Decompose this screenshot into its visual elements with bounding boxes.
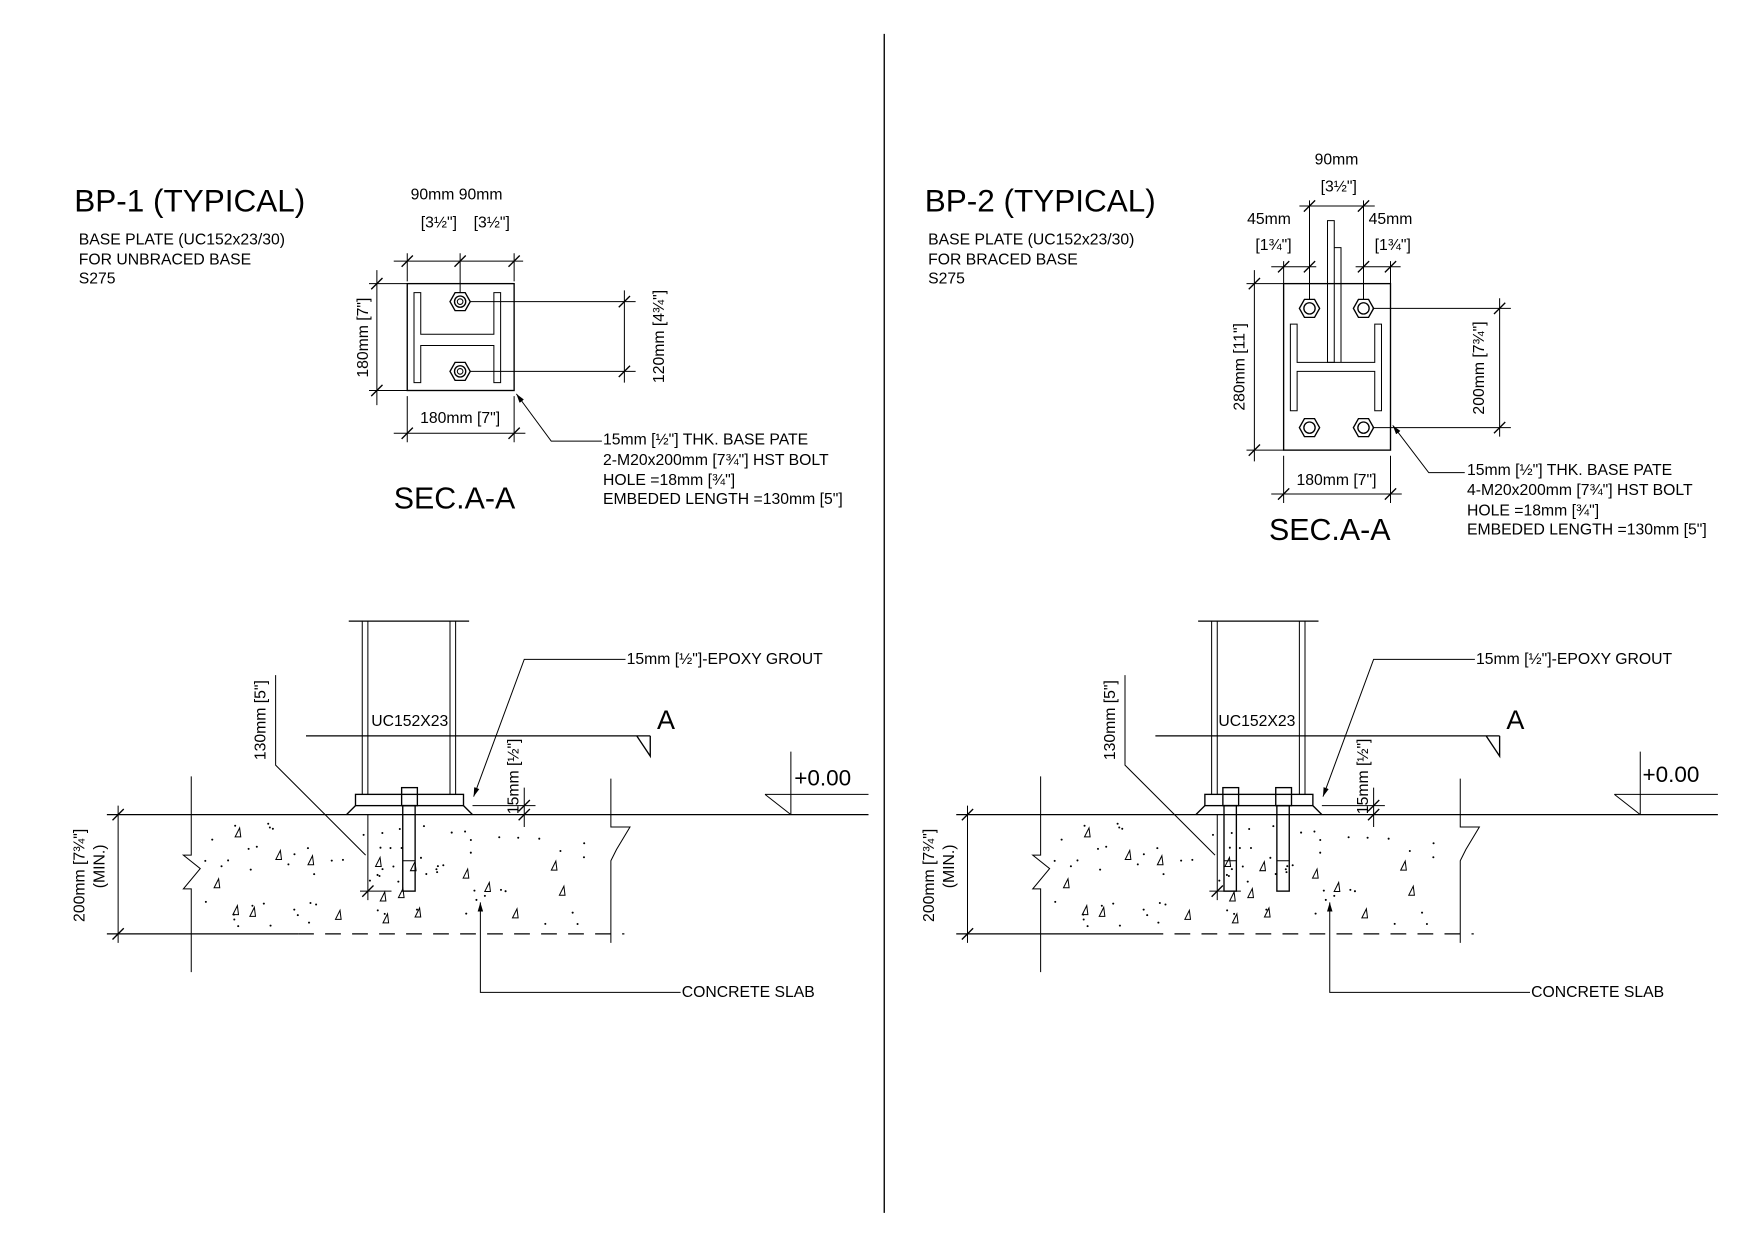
elevation-view: 15mm [½"]-EPOXY GROUT UC152X23 A +0.00 1… [71,621,868,1001]
note-line: 2-M20x200mm [7¾"] HST BOLT [603,452,829,469]
plan-view: 90mm 90mm [3½"] [3½"] 180mm [7"] 120mm [… [355,186,843,515]
note-line: HOLE =18mm [¾"] [603,472,735,489]
dim-label: 180mm [7"] [355,298,372,378]
dim-label: 45mm [1247,211,1291,228]
note-line: 15mm [½"] THK. BASE PATE [1467,462,1672,479]
note-line: HOLE =18mm [¾"] [1467,502,1599,519]
elevation-view: 15mm [½"]-EPOXY GROUT UC152X23 A +0.00 1… [921,621,1718,1001]
dim-label: [1¾"] [1255,237,1291,254]
dim-label: 15mm [½"] [506,739,523,815]
dim-label: 90mm 90mm [411,186,503,203]
detail-desc-line: BASE PLATE (UC152x23/30) [928,231,1134,248]
dim-label: 45mm [1369,211,1413,228]
dim-label: 180mm [7"] [420,410,500,427]
section-label: SEC.A-A [1269,514,1391,547]
brace-plate [1326,220,1342,363]
note-line: EMBEDED LENGTH =130mm [5"] [603,491,843,508]
detail-desc-line: S275 [79,271,116,288]
column-label: UC152X23 [1218,713,1295,730]
dim-label: (MIN.) [92,845,109,889]
dim-label: [3½"] [421,214,457,231]
bolt-icon [1352,298,1375,319]
detail-title: BP-1 (TYPICAL) [74,183,305,219]
dim-label: [3½"] [1321,178,1357,195]
grout-label: 15mm [½"]-EPOXY GROUT [627,651,823,668]
bolt-icon [1298,298,1321,319]
level-label: +0.00 [1643,762,1700,787]
dim-label: [3½"] [474,214,510,231]
detail-desc-line: FOR BRACED BASE [928,252,1078,269]
bolt-icon [1352,417,1375,438]
detail-desc-line: S275 [928,271,965,288]
dim-label: 15mm [½"] [1355,739,1372,815]
dim-label: 90mm [1315,151,1359,168]
slab-label: CONCRETE SLAB [1531,984,1664,1001]
dim-label: [1¾"] [1375,237,1411,254]
column-section [413,292,502,384]
dim-label: 200mm [7¾"] [71,829,88,922]
grout-label: 15mm [½"]-EPOXY GROUT [1476,651,1672,668]
detail-title: BP-2 (TYPICAL) [925,183,1156,219]
section-label: SEC.A-A [394,483,516,516]
anchor-bolt [400,786,419,892]
base-plate [1282,282,1392,451]
bolt-icon [449,361,472,382]
dim-label: 130mm [5"] [253,680,270,760]
detail-desc-line: FOR UNBRACED BASE [79,252,251,269]
level-label: +0.00 [794,765,851,790]
dim-label: 200mm [7¾"] [921,829,938,922]
anchor-bolt [1222,786,1240,892]
plan-view: 90mm [3½"] 45mm [1¾"] 45mm [1¾"] 280mm [… [1231,151,1706,547]
dim-label: (MIN.) [941,845,958,889]
detail-bp2: BP-2 (TYPICAL) BASE PLATE (UC152x23/30) … [921,151,1718,1001]
bolt-icon [1298,417,1321,438]
anchor-bolt [1275,786,1293,892]
dim-label: 200mm [7¾"] [1471,321,1488,414]
base-plate [406,282,515,392]
detail-bp1: BP-1 (TYPICAL) BASE PLATE (UC152x23/30) … [71,183,868,1001]
column-section [1289,323,1383,412]
detail-desc-line: BASE PLATE (UC152x23/30) [79,231,285,248]
note-line: EMBEDED LENGTH =130mm [5"] [1467,522,1707,539]
dim-label: 130mm [5"] [1102,680,1119,760]
dim-label: 120mm [4¾"] [651,290,668,383]
slab-label: CONCRETE SLAB [682,984,815,1001]
bolt-icon [449,291,472,312]
section-mark: A [1506,705,1524,735]
column-label: UC152X23 [371,713,448,730]
note-line: 15mm [½"] THK. BASE PATE [603,432,808,449]
dim-label: 180mm [7"] [1297,472,1377,489]
note-line: 4-M20x200mm [7¾"] HST BOLT [1467,482,1693,499]
dim-label: 280mm [11"] [1231,323,1248,411]
section-mark: A [657,705,675,735]
